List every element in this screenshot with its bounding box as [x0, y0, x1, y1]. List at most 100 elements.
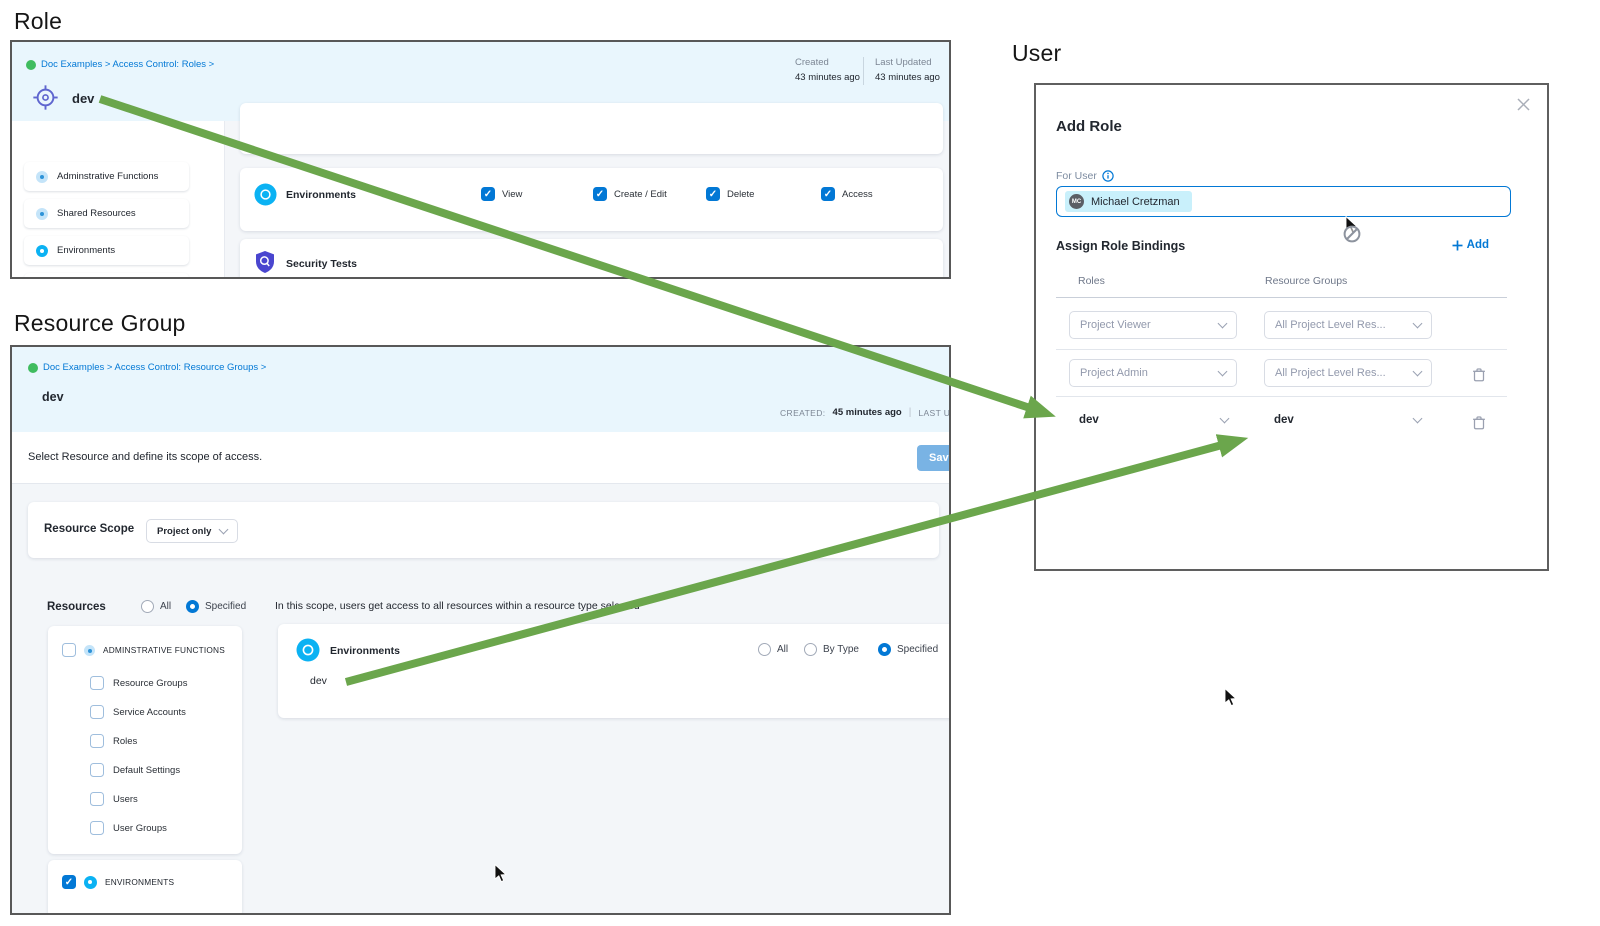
chevron-down-icon[interactable]	[1219, 413, 1230, 424]
chevron-down-icon	[1217, 366, 1228, 377]
sidebar-item-administrative-functions[interactable]: Adminstrative Functions	[24, 162, 189, 191]
radio-specified-icon[interactable]	[186, 600, 199, 613]
scope-radio-all[interactable]: All	[758, 643, 788, 656]
permission-row-partial	[240, 103, 943, 154]
assign-role-bindings-label: Assign Role Bindings	[1056, 239, 1186, 253]
permission-create-edit[interactable]: Create / Edit	[593, 187, 667, 201]
sidebar-item-label: Shared Resources	[57, 208, 136, 219]
user-chip[interactable]: MC Michael Cretzman	[1065, 191, 1192, 212]
checkbox-users[interactable]	[90, 792, 104, 806]
info-icon[interactable]	[1102, 170, 1114, 182]
tree-item-user-groups[interactable]: User Groups	[90, 821, 167, 835]
tree-item-service-accounts[interactable]: Service Accounts	[90, 705, 186, 719]
resources-label: Resources	[47, 601, 106, 613]
close-icon[interactable]	[1516, 97, 1531, 112]
checkbox-user-groups[interactable]	[90, 821, 104, 835]
environments-scope-card: Environments All By Type Specified dev	[278, 624, 949, 718]
radio-by-type-icon[interactable]	[804, 643, 817, 656]
tree-item-label: User Groups	[113, 822, 167, 834]
radio-all-icon[interactable]	[758, 643, 771, 656]
add-button-label: Add	[1466, 239, 1489, 251]
checkbox-resource-groups[interactable]	[90, 676, 104, 690]
environments-scope-label: Environments	[330, 645, 401, 657]
created-label: Created	[795, 57, 829, 68]
tree-item-resource-groups[interactable]: Resource Groups	[90, 676, 187, 690]
updated-label: LAST UPD	[918, 407, 951, 418]
delete-binding-icon[interactable]	[1470, 413, 1488, 431]
meta-divider	[863, 57, 864, 85]
shared-resources-icon	[36, 207, 48, 220]
role-select-project-viewer[interactable]: Project Viewer	[1069, 311, 1237, 339]
created-meta: Created 43 minutes ago	[795, 57, 860, 83]
avatar: MC	[1069, 194, 1084, 209]
resources-radio-specified[interactable]: Specified	[186, 600, 246, 613]
permission-create-edit-label: Create / Edit	[614, 188, 667, 200]
breadcrumb[interactable]: Doc Examples > Access Control: Roles >	[26, 59, 214, 70]
resource-group-select-2[interactable]: All Project Level Res...	[1264, 359, 1432, 387]
chevron-down-icon[interactable]	[1412, 413, 1423, 424]
chevron-down-icon	[1217, 318, 1228, 329]
role-select-project-admin[interactable]: Project Admin	[1069, 359, 1237, 387]
divider	[1056, 396, 1507, 397]
checkbox-service-accounts[interactable]	[90, 705, 104, 719]
checkbox-view[interactable]	[481, 187, 495, 201]
breadcrumb[interactable]: Doc Examples > Access Control: Resource …	[28, 362, 266, 373]
permission-row-security-tests: Security Tests	[240, 239, 943, 277]
chevron-down-icon	[1412, 366, 1423, 377]
permission-access-label: Access	[842, 188, 873, 200]
resource-group-select-1[interactable]: All Project Level Res...	[1264, 311, 1432, 339]
environments-small-icon	[36, 244, 48, 257]
resource-group-select-value: All Project Level Res...	[1275, 319, 1386, 331]
role-permissions-area: Environments View Create / Edit Delete A…	[224, 103, 949, 277]
scope-radio-specified[interactable]: Specified	[878, 643, 938, 656]
resources-radio-all[interactable]: All	[141, 600, 171, 613]
checkbox-roles[interactable]	[90, 734, 104, 748]
for-user-row: For User	[1056, 170, 1114, 182]
tree-item-default-settings[interactable]: Default Settings	[90, 763, 180, 777]
checkbox-access[interactable]	[821, 187, 835, 201]
scope-radio-by-type[interactable]: By Type	[804, 643, 859, 656]
radio-specified-icon[interactable]	[878, 643, 891, 656]
delete-binding-icon[interactable]	[1470, 365, 1488, 383]
radio-all-icon[interactable]	[141, 600, 154, 613]
resource-scope-dropdown[interactable]: Project only	[146, 519, 238, 543]
checkbox-administrative-functions[interactable]	[62, 643, 76, 657]
role-select-dev[interactable]: dev	[1079, 414, 1099, 426]
checkbox-environments[interactable]	[62, 875, 76, 889]
breadcrumb-text[interactable]: Doc Examples > Access Control: Roles >	[41, 59, 215, 70]
tree-item-label: Default Settings	[113, 764, 181, 776]
sidebar-item-environments[interactable]: Environments	[24, 236, 189, 265]
checkbox-default-settings[interactable]	[90, 763, 104, 777]
selected-resource-dev[interactable]: dev	[310, 675, 327, 687]
environments-group-row[interactable]: ENVIRONMENTS	[62, 875, 174, 889]
role-crosshair-icon	[33, 85, 58, 110]
created-value: 43 minutes ago	[795, 72, 860, 83]
chevron-down-icon	[218, 524, 229, 535]
save-button[interactable]: Sav	[917, 445, 949, 471]
permission-access[interactable]: Access	[821, 187, 873, 201]
permission-view[interactable]: View	[481, 187, 522, 201]
tree-item-users[interactable]: Users	[90, 792, 138, 806]
permission-delete[interactable]: Delete	[706, 187, 754, 201]
resource-group-toolbar: Select Resource and define its scope of …	[12, 432, 949, 484]
resource-scope-label: Resource Scope	[44, 523, 135, 535]
role-section-label: Role	[14, 8, 63, 34]
for-user-input[interactable]: MC Michael Cretzman	[1056, 186, 1511, 217]
administrative-functions-icon	[36, 170, 48, 183]
updated-label: Last Updated	[875, 57, 932, 68]
tree-parent-row[interactable]: ADMINSTRATIVE FUNCTIONS	[62, 643, 225, 657]
tree-item-roles[interactable]: Roles	[90, 734, 137, 748]
checkbox-create-edit[interactable]	[593, 187, 607, 201]
breadcrumb-text[interactable]: Doc Examples > Access Control: Resource …	[43, 362, 267, 373]
add-binding-button[interactable]: Add	[1452, 239, 1489, 251]
sidebar-item-partial	[24, 273, 189, 277]
checkbox-delete[interactable]	[706, 187, 720, 201]
resource-group-body: Resource Scope Project only Resources Al…	[12, 484, 949, 913]
environments-small-icon	[84, 875, 97, 889]
permission-row-environments: Environments View Create / Edit Delete A…	[240, 168, 943, 231]
radio-all-label: All	[160, 601, 172, 612]
sidebar-item-shared-resources[interactable]: Shared Resources	[24, 199, 189, 228]
modal-title: Add Role	[1056, 118, 1122, 135]
resource-group-select-dev[interactable]: dev	[1274, 414, 1294, 426]
role-panel-body: Environments View Create / Edit Delete A…	[12, 103, 949, 277]
